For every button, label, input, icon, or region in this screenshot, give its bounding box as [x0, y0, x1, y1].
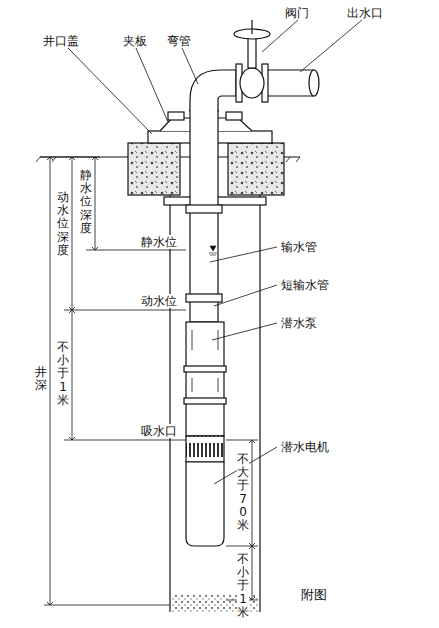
dimension-label: 动水位深度	[57, 190, 69, 258]
part-label: 出水口	[346, 6, 384, 20]
part-label: 动水位	[140, 294, 178, 308]
part-label: 弯管	[166, 34, 192, 48]
part-label: 夹板	[122, 34, 148, 48]
dimension-label: 不大于70米	[237, 452, 249, 533]
dimension-label: 静水位深度	[80, 168, 92, 236]
part-label: 阀门	[284, 6, 310, 20]
part-label: 井口盖	[42, 34, 80, 48]
dimension-label: 不小于1米	[57, 340, 69, 408]
figure-caption: 附图	[300, 588, 328, 602]
part-label: 潜水电机	[280, 440, 330, 454]
dimension-label: 不小于1米	[237, 552, 249, 620]
dimension-label: 井深	[35, 360, 47, 398]
part-label: 吸水口	[140, 424, 178, 438]
part-label: 静水位	[140, 235, 178, 249]
part-label: 潜水泵	[280, 316, 318, 330]
part-label: 短输水管	[280, 278, 330, 292]
part-label: 输水管	[280, 240, 318, 254]
